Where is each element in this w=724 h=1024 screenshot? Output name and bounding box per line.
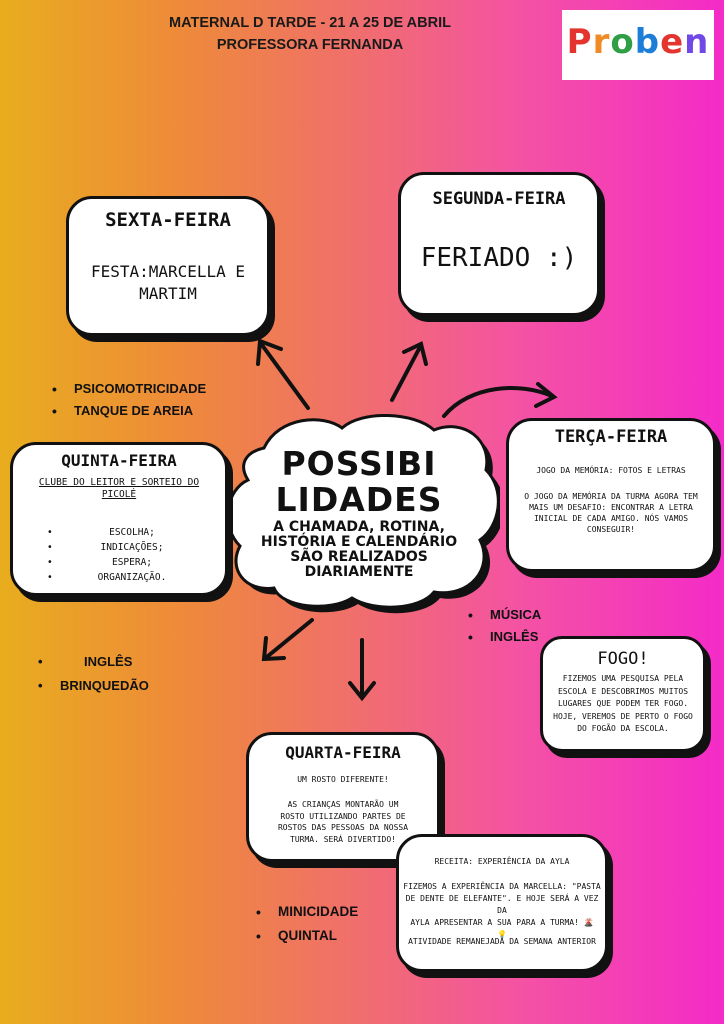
quinta-item-3-text: ESPERA; bbox=[111, 557, 153, 568]
quinta-bullet-1-text: INGLÊS bbox=[84, 654, 133, 669]
arrow-head-quinta bbox=[261, 636, 286, 662]
quinta-card: QUINTA-FEIRA CLUBE DO LEITOR E SORTEIO D… bbox=[10, 442, 228, 596]
quinta-bullet-2: •BRINQUEDÃO bbox=[38, 678, 149, 693]
receita-paragraph: FIZEMOS A EXPERIÊNCIA DA MARCELLA: "PAST… bbox=[401, 881, 603, 941]
receita-para-3: AYLA APRESENTAR A SUA PARA A TURMA! 🌋 bbox=[410, 918, 594, 927]
quarta-bullet-1: MINICIDADE bbox=[256, 900, 358, 924]
fogo-card: FOGO! FIZEMOS UMA PESQUISA PELA ESCOLA E… bbox=[540, 636, 706, 752]
terca-para-2: MAIS UM DESAFIO: ENCONTRAR A LETRA bbox=[529, 503, 693, 512]
fogo-line-5: DO FOGÃO DA ESCOLA. bbox=[577, 724, 669, 733]
cloud-sub-2: HISTÓRIA E CALENDÁRIO bbox=[260, 534, 458, 550]
fogo-text: FIZEMOS UMA PESQUISA PELA ESCOLA E DESCO… bbox=[545, 673, 701, 736]
quarta-para-3: ROSTOS DAS PESSOAS DA NOSSA bbox=[277, 823, 409, 832]
terca-title: TERÇA-FEIRA bbox=[554, 427, 668, 447]
quarta-card: QUARTA-FEIRA UM ROSTO DIFERENTE! AS CRIA… bbox=[246, 732, 440, 862]
fogo-line-2: ESCOLA E DESCOBRIMOS MUITOS bbox=[557, 686, 689, 696]
fogo-line-1: FIZEMOS UMA PESQUISA PELA bbox=[562, 674, 684, 683]
arrow-to-quinta bbox=[266, 618, 314, 658]
quarta-para-4: TURMA. SERÁ DIVERTIDO! bbox=[290, 834, 396, 844]
sexta-bullets: PSICOMOTRICIDADE TANQUE DE AREIA bbox=[52, 378, 206, 422]
terca-card: TERÇA-FEIRA JOGO DA MEMÓRIA: FOTOS E LET… bbox=[506, 418, 716, 572]
fogo-title: FOGO! bbox=[597, 649, 649, 669]
arrow-to-segunda bbox=[390, 345, 422, 402]
receita-para-1: FIZEMOS A EXPERIÊNCIA DA MARCELLA: "PAST… bbox=[403, 882, 601, 891]
fogo-line-3: LUGARES QUE PODEM TER FOGO. bbox=[557, 699, 689, 708]
sexta-bullet-2: TANQUE DE AREIA bbox=[52, 400, 206, 422]
terca-bullets: MÚSICA INGLÊS bbox=[468, 604, 541, 648]
quinta-subtitle-1: CLUBE DO LEITOR E SORTEIO DO bbox=[38, 477, 200, 488]
cloud-title-2: LIDADES bbox=[275, 480, 443, 519]
logo-letter: r bbox=[592, 22, 611, 62]
quinta-item-4-text: ORGANIZAÇÃO. bbox=[97, 572, 167, 583]
quinta-bullets: •INGLÊS •BRINQUEDÃO bbox=[38, 650, 149, 698]
center-cloud: POSSIBI LIDADES A CHAMADA, ROTINA, HISTÓ… bbox=[224, 408, 500, 614]
quarta-bullet-2: QUINTAL bbox=[256, 924, 358, 948]
header-title: MATERNAL D TARDE - 21 A 25 DE ABRIL bbox=[169, 15, 451, 31]
terca-para-4: CONSEGUIR! bbox=[586, 525, 636, 534]
cloud-sub-3: SÃO REALIZADOS bbox=[290, 549, 428, 565]
receita-para-4: 💡 bbox=[497, 930, 507, 939]
header-teacher: PROFESSORA FERNANDA bbox=[216, 37, 404, 53]
arrow-to-sexta bbox=[260, 343, 310, 410]
sexta-line-1: FESTA:MARCELLA E bbox=[90, 262, 246, 281]
logo-wordmark: Proben bbox=[562, 22, 714, 62]
quarta-line-1: UM ROSTO DIFERENTE! bbox=[297, 775, 389, 784]
sexta-card: SEXTA-FEIRA FESTA:MARCELLA E MARTIM bbox=[66, 196, 270, 336]
terca-bullet-2: INGLÊS bbox=[468, 626, 541, 648]
quinta-item-2-text: INDICAÇÕES; bbox=[100, 542, 164, 553]
segunda-card: SEGUNDA-FEIRA FERIADO :) bbox=[398, 172, 600, 316]
quinta-subtitle: CLUBE DO LEITOR E SORTEIO DO PICOLÉ bbox=[13, 477, 225, 501]
quinta-bullet-1: •INGLÊS bbox=[38, 654, 133, 669]
receita-line-1: RECEITA: EXPERIÊNCIA DA AYLA bbox=[434, 857, 570, 866]
proben-logo: Proben bbox=[562, 10, 714, 80]
arrow-head-quarta bbox=[348, 681, 376, 702]
quinta-item-3: •ESPERA; bbox=[47, 557, 153, 568]
arrow-head-sexta bbox=[256, 338, 283, 366]
cloud-sub-4: DIARIAMENTE bbox=[304, 564, 414, 580]
sexta-line-2: MARTIM bbox=[139, 284, 197, 303]
quinta-item-1-text: ESCOLHA; bbox=[109, 527, 155, 538]
logo-letter: e bbox=[660, 22, 685, 62]
quarta-para-1: AS CRIANÇAS MONTARÃO UM bbox=[287, 800, 399, 809]
quinta-item-4: •ORGANIZAÇÃO. bbox=[47, 572, 167, 583]
arrow-head-segunda bbox=[402, 341, 428, 366]
receita-last: ATIVIDADE REMANEJADA DA SEMANA ANTERIOR bbox=[408, 937, 596, 946]
cloud-shape bbox=[226, 413, 500, 614]
segunda-text: FERIADO :) bbox=[420, 243, 578, 273]
quarta-paragraph: AS CRIANÇAS MONTARÃO UM ROSTO UTILIZANDO… bbox=[253, 799, 433, 845]
terca-para-3: INICIAL DE CADA AMIGO. NÓS VAMOS bbox=[533, 514, 689, 523]
sexta-bullet-1: PSICOMOTRICIDADE bbox=[52, 378, 206, 400]
quinta-bullet-2-text: BRINQUEDÃO bbox=[60, 678, 149, 693]
quinta-title: QUINTA-FEIRA bbox=[61, 451, 177, 470]
quarta-para-2: ROSTO UTILIZANDO PARTES DE bbox=[280, 811, 406, 821]
logo-letter: o bbox=[610, 22, 635, 62]
sexta-title: SEXTA-FEIRA bbox=[105, 209, 231, 231]
quarta-bullets: MINICIDADE QUINTAL bbox=[256, 900, 358, 948]
receita-card: RECEITA: EXPERIÊNCIA DA AYLA FIZEMOS A E… bbox=[396, 834, 608, 972]
terca-bullet-1: MÚSICA bbox=[468, 604, 541, 626]
receita-para-2: DE DENTE DE ELEFANTE". E HOJE SERÁ A VEZ… bbox=[405, 894, 599, 915]
cloud-sub-1: A CHAMADA, ROTINA, bbox=[273, 519, 445, 535]
fogo-line-4: HOJE, VEREMOS DE PERTO O FOGO bbox=[553, 711, 693, 721]
quinta-item-2: •INDICAÇÕES; bbox=[47, 542, 164, 553]
arrow-head-terca bbox=[534, 382, 558, 408]
logo-letter: n bbox=[684, 22, 710, 62]
terca-para-1: O JOGO DA MEMÓRIA DA TURMA AGORA TEM bbox=[524, 492, 698, 501]
logo-letter: b bbox=[634, 22, 661, 62]
segunda-title: SEGUNDA-FEIRA bbox=[432, 189, 566, 209]
arrow-to-terca bbox=[442, 386, 554, 418]
quarta-title: QUARTA-FEIRA bbox=[285, 743, 401, 762]
quinta-items: •ESCOLHA; •INDICAÇÕES; •ESPERA; •ORGANIZ… bbox=[47, 525, 217, 585]
header: MATERNAL D TARDE - 21 A 25 DE ABRIL PROF… bbox=[110, 12, 510, 56]
quinta-item-1: •ESCOLHA; bbox=[47, 527, 155, 538]
terca-line-1: JOGO DA MEMÓRIA: FOTOS E LETRAS bbox=[536, 466, 686, 475]
terca-paragraph: O JOGO DA MEMÓRIA DA TURMA AGORA TEM MAI… bbox=[513, 491, 709, 535]
logo-letter: P bbox=[566, 22, 593, 62]
quinta-subtitle-2: PICOLÉ bbox=[101, 489, 137, 500]
cloud-title-1: POSSIBI bbox=[281, 444, 437, 483]
